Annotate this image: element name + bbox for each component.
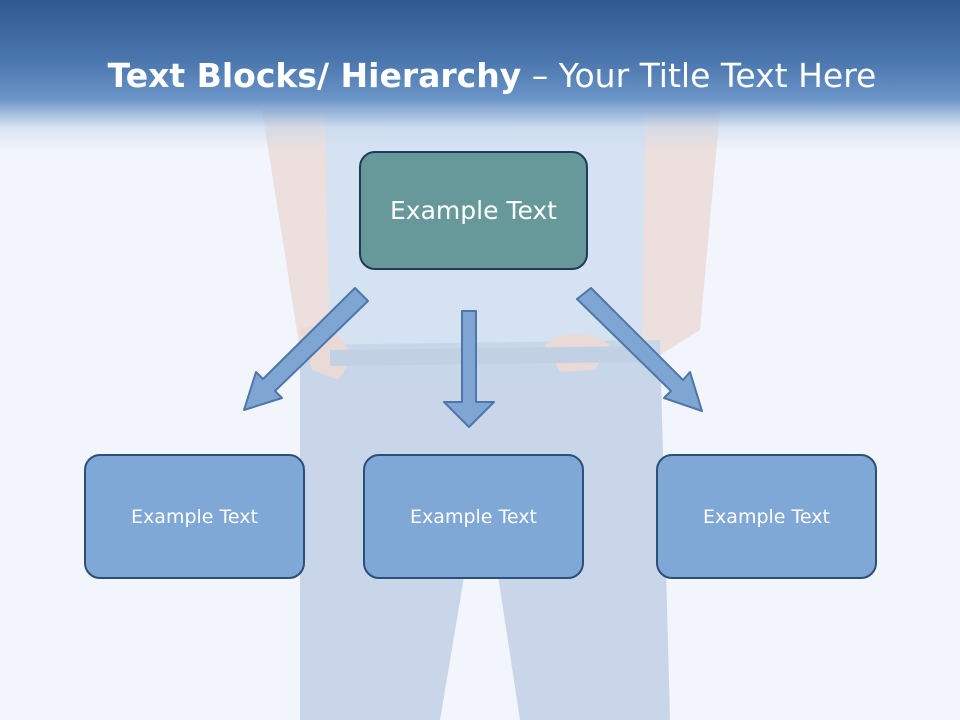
arrow-middle (443, 310, 495, 428)
title-bar (0, 0, 960, 150)
arrow-left (243, 287, 369, 411)
child-text-block-label: Example Text (410, 505, 537, 528)
title-bold: Text Blocks/ Hierarchy (107, 56, 522, 95)
child-text-block-right: Example Text (656, 454, 877, 579)
child-text-block-left: Example Text (84, 454, 305, 579)
top-text-block-label: Example Text (390, 196, 557, 225)
child-text-block-middle: Example Text (363, 454, 584, 579)
arrow-right (576, 287, 703, 412)
title-regular: – Your Title Text Here (531, 56, 877, 95)
top-text-block: Example Text (359, 151, 588, 270)
child-text-block-label: Example Text (703, 505, 830, 528)
slide-title: Text Blocks/ Hierarchy – Your Title Text… (0, 56, 960, 95)
child-text-block-label: Example Text (131, 505, 258, 528)
